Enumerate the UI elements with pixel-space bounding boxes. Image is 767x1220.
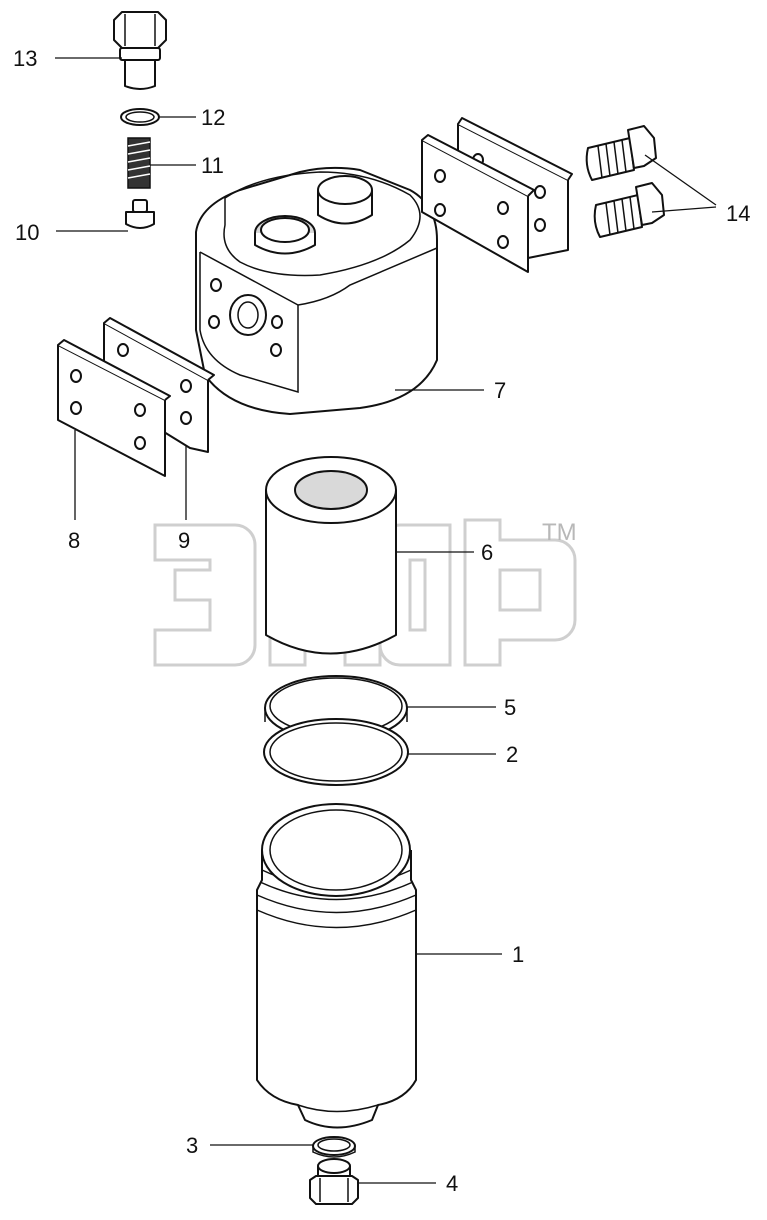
watermark-tm: TM [542,519,577,546]
part-3-ring [312,1136,356,1158]
part-11-spring [127,137,151,189]
part-8-9-gasket-plates [57,317,215,477]
part-7-filter-head [195,166,438,415]
callout-5: 5 [504,695,516,720]
callout-10: 10 [15,220,39,245]
part-13-bolt [113,11,167,90]
part-1-filter-bowl [256,803,417,1129]
part-10-valve [125,199,155,229]
callout-8: 8 [68,528,80,553]
callout-7: 7 [494,378,506,403]
part-14-bolts [585,125,665,238]
callout-14: 14 [726,201,750,226]
callout-11: 11 [201,153,224,178]
callout-labels: 13 12 11 10 14 7 8 9 6 5 2 1 3 4 [13,46,750,1196]
upper-right-gasket-plates [421,117,573,273]
callout-9: 9 [178,528,190,553]
callout-6: 6 [481,540,493,565]
leader-lines [55,57,717,1184]
callout-12: 12 [201,105,225,130]
callout-13: 13 [13,46,37,71]
part-2-o-ring [263,718,409,786]
callout-3: 3 [186,1133,198,1158]
callout-2: 2 [506,742,518,767]
callout-4: 4 [446,1171,458,1196]
part-6-filter-element [265,456,397,655]
callout-1: 1 [512,942,524,967]
part-4-drain-plug [309,1158,359,1205]
